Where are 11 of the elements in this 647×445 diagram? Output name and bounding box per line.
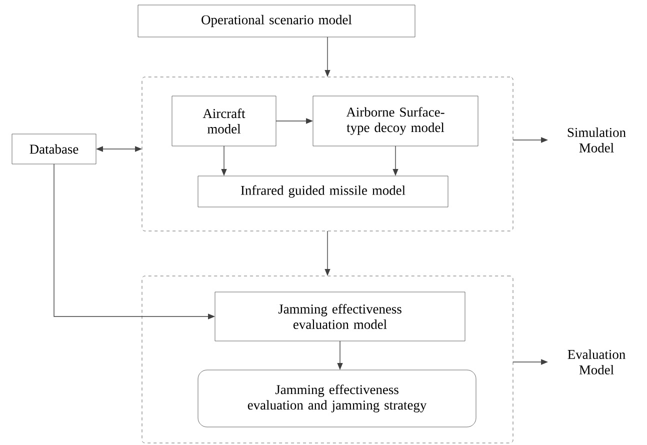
process-box: Operational scenario model (138, 4, 416, 38)
process-box: Infrared guided missile model (198, 176, 448, 208)
text-label: Simulation Model (568, 128, 626, 152)
process-box: Aircraft model (172, 96, 276, 146)
process-box: Database (12, 134, 96, 164)
result-box: Jamming effectiveness evaluation and jamming strategy (198, 370, 476, 428)
dashed-group-box (142, 76, 514, 232)
dashed-group-box (142, 276, 514, 444)
process-box: Airborne Surface-type decoy model (312, 96, 478, 146)
process-box: Jamming effectiveness evaluation model (214, 292, 466, 342)
text-label: Evaluation Model (568, 350, 626, 374)
